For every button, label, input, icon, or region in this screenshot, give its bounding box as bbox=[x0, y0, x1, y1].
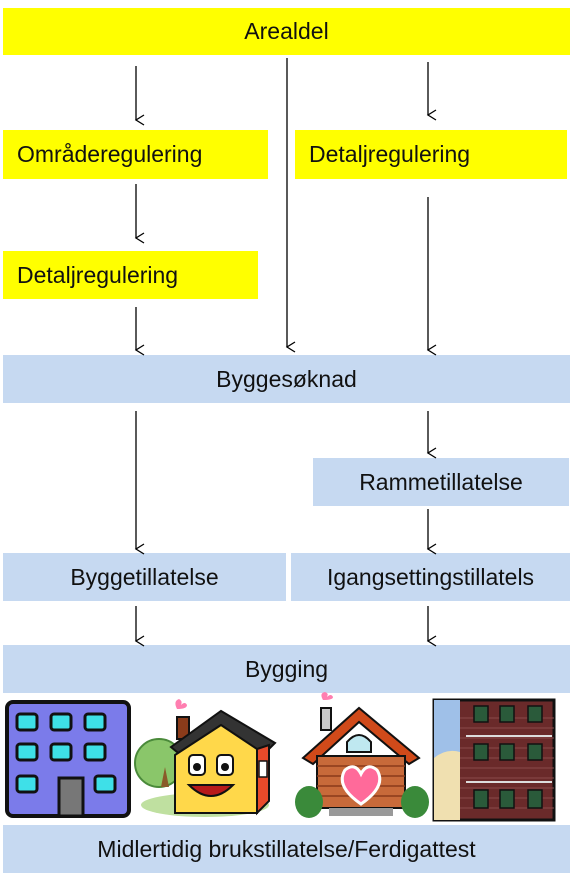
byggetillatelse-box: Byggetillatelse bbox=[3, 553, 286, 601]
byggesoknad-box: Byggesøknad bbox=[3, 355, 570, 403]
arealdel-box: Arealdel bbox=[3, 8, 570, 55]
townhouse-icon bbox=[432, 698, 556, 822]
detaljregulering-right-box: Detaljregulering bbox=[295, 130, 567, 179]
ferdigattest-box: Midlertidig brukstillatelse/Ferdigattest bbox=[3, 825, 570, 873]
omraderegulering-box: Områderegulering bbox=[3, 130, 268, 179]
ferdigattest-label: Midlertidig brukstillatelse/Ferdigattest bbox=[97, 835, 476, 862]
igangsettingstillatelse-label: Igangsettingstillatels bbox=[326, 563, 535, 590]
detaljregulering-left-label: Detaljregulering bbox=[17, 261, 179, 288]
byggesoknad-label: Byggesøknad bbox=[216, 365, 357, 392]
bygging-label: Bygging bbox=[244, 655, 329, 682]
rammetillatelse-box: Rammetillatelse bbox=[313, 458, 569, 506]
igangsettingstillatelse-box: Igangsettingstillatels bbox=[291, 553, 570, 601]
byggetillatelse-label: Byggetillatelse bbox=[70, 563, 219, 590]
omraderegulering-label: Områderegulering bbox=[17, 141, 203, 167]
apartment-building-icon bbox=[5, 700, 131, 818]
bygging-box: Bygging bbox=[3, 645, 570, 693]
rammetillatelse-label: Rammetillatelse bbox=[359, 468, 523, 495]
detaljregulering-right-label: Detaljregulering bbox=[309, 141, 471, 167]
smiling-house-icon bbox=[134, 699, 277, 817]
arealdel-label: Arealdel bbox=[244, 18, 329, 44]
detaljregulering-left-box: Detaljregulering bbox=[3, 251, 258, 299]
heart-house-icon bbox=[295, 692, 429, 818]
